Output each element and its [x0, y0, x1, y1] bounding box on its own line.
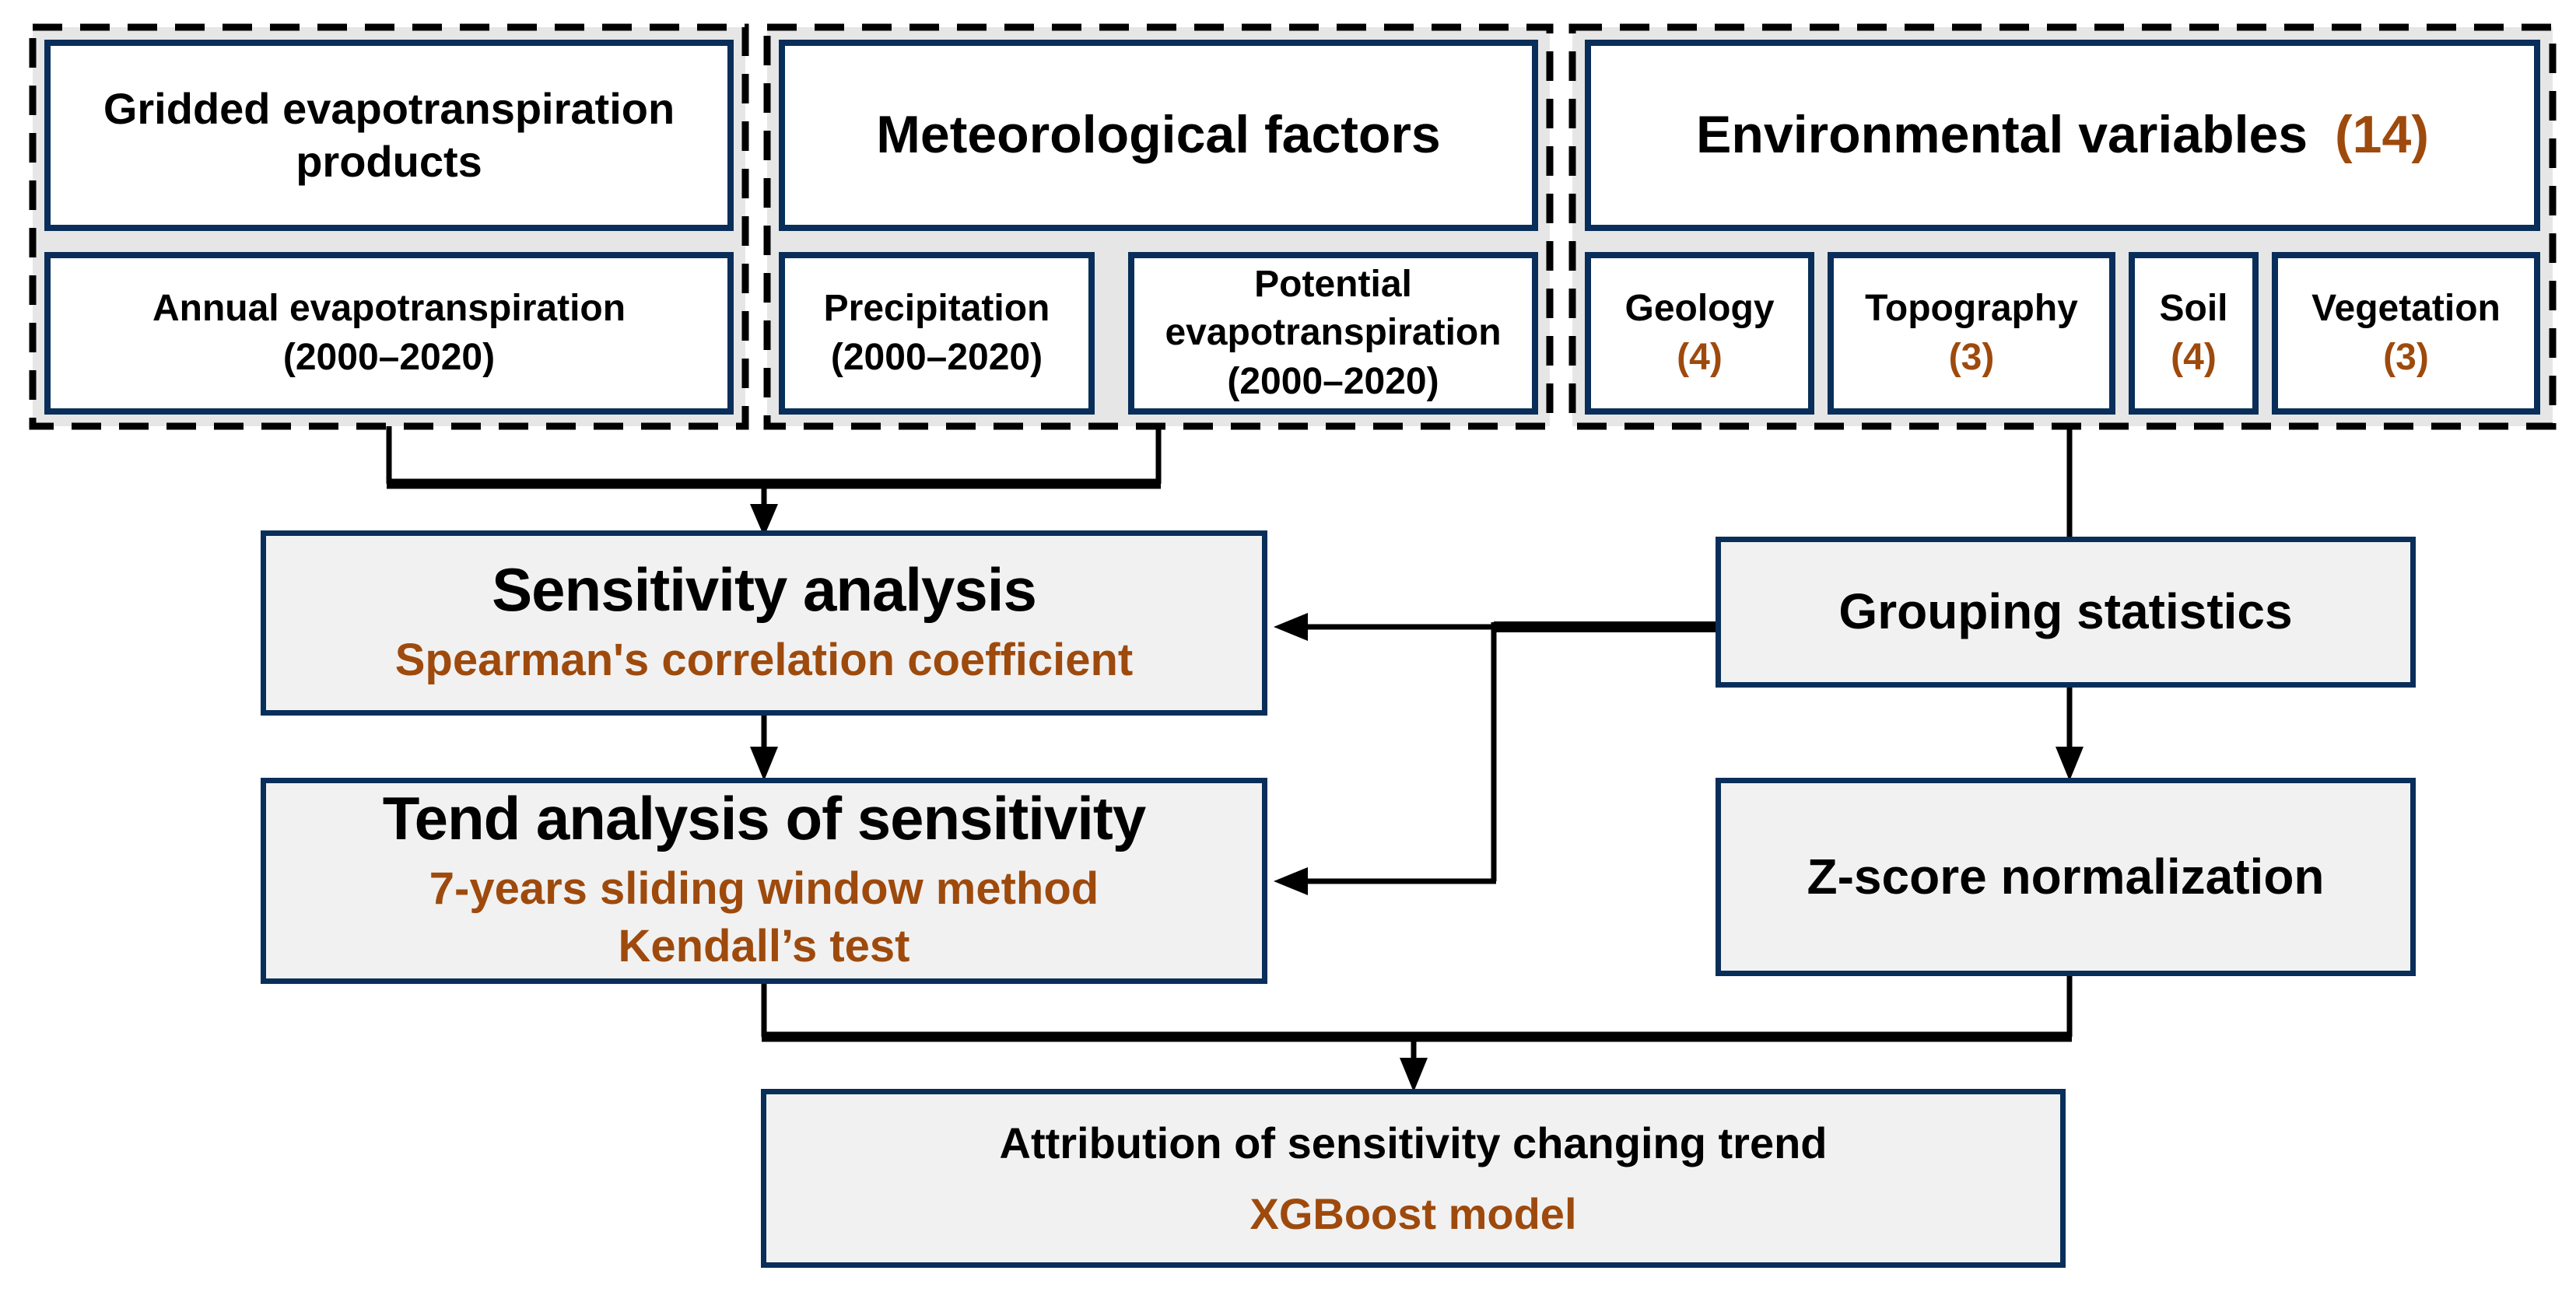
merge-connector-to-attribution	[761, 976, 2073, 1061]
trend-analysis-method-1: 7-years sliding window method	[429, 863, 1099, 915]
box-text-line: Gridded evapotranspiration	[103, 83, 675, 133]
box-text-line: Meteorological factors	[876, 105, 1441, 165]
box-vegetation: Vegetation (3)	[2272, 252, 2540, 415]
box-count: (4)	[2171, 336, 2217, 378]
box-count: (3)	[1948, 336, 1995, 378]
box-text-line: Soil	[2159, 288, 2228, 330]
box-gridded-evapotranspiration-products: Gridded evapotranspiration products	[44, 40, 734, 231]
box-text-line: Annual evapotranspiration	[152, 288, 626, 330]
sensitivity-analysis-method: Spearman's correlation coefficient	[394, 634, 1134, 685]
box-grouping-statistics: Grouping statistics	[1716, 537, 2416, 688]
box-zscore-normalization: Z-score normalization	[1716, 778, 2416, 976]
box-text-line: products	[296, 137, 482, 186]
arrowhead-into-sensitivity	[750, 504, 778, 537]
arrowhead-into-trend-right	[1274, 867, 1308, 895]
box-trend-analysis: Tend analysis of sensitivity 7-years sli…	[261, 778, 1267, 984]
box-text-line: Environmental variables (14)	[1696, 103, 2429, 167]
box-soil: Soil (4)	[2129, 252, 2259, 415]
trend-analysis-title: Tend analysis of sensitivity	[382, 784, 1147, 853]
box-precipitation: Precipitation (2000–2020)	[779, 252, 1095, 415]
box-text-line: (2000–2020)	[1227, 360, 1439, 402]
sensitivity-analysis-title: Sensitivity analysis	[492, 555, 1037, 624]
arrowhead-into-attribution	[1400, 1058, 1428, 1092]
env-variables-label: Environmental variables	[1696, 105, 2308, 165]
box-text-line: evapotranspiration	[1165, 312, 1502, 354]
box-count: (3)	[2383, 336, 2429, 378]
attribution-model: XGBoost model	[1249, 1189, 1577, 1238]
arrowhead-into-sensitivity-right	[1274, 613, 1308, 641]
merge-connector-to-sensitivity	[386, 426, 1162, 507]
box-text-line: (2000–2020)	[282, 336, 496, 378]
attribution-title: Attribution of sensitivity changing tren…	[999, 1118, 1828, 1167]
box-topography: Topography (3)	[1828, 252, 2115, 415]
box-text-line: Potential	[1254, 263, 1412, 305]
trend-analysis-method-2: Kendall’s test	[618, 921, 910, 972]
box-text-line: Vegetation	[2311, 288, 2501, 330]
grouping-statistics-title: Grouping statistics	[1838, 583, 2293, 640]
box-meteorological-factors: Meteorological factors	[779, 40, 1538, 231]
box-environmental-variables: Environmental variables (14)	[1585, 40, 2540, 231]
box-geology: Geology (4)	[1585, 252, 1814, 415]
box-sensitivity-analysis: Sensitivity analysis Spearman's correlat…	[261, 530, 1267, 716]
env-variables-count: (14)	[2335, 105, 2429, 165]
box-text-line: Precipitation	[823, 288, 1050, 330]
box-text-line: Geology	[1624, 288, 1775, 330]
arrowhead-into-trend	[750, 747, 778, 781]
box-attribution: Attribution of sensitivity changing tren…	[761, 1089, 2066, 1268]
zscore-normalization-title: Z-score normalization	[1807, 848, 2325, 905]
box-potential-evapotranspiration: Potential evapotranspiration (2000–2020)	[1128, 252, 1538, 415]
branch-grouping-to-analyses	[1306, 621, 1721, 884]
arrowhead-into-zscore	[2056, 747, 2084, 781]
box-text-line: Topography	[1865, 288, 2078, 330]
box-count: (4)	[1677, 336, 1723, 378]
box-annual-evapotranspiration: Annual evapotranspiration (2000–2020)	[44, 252, 734, 415]
box-text-line: (2000–2020)	[830, 336, 1043, 378]
